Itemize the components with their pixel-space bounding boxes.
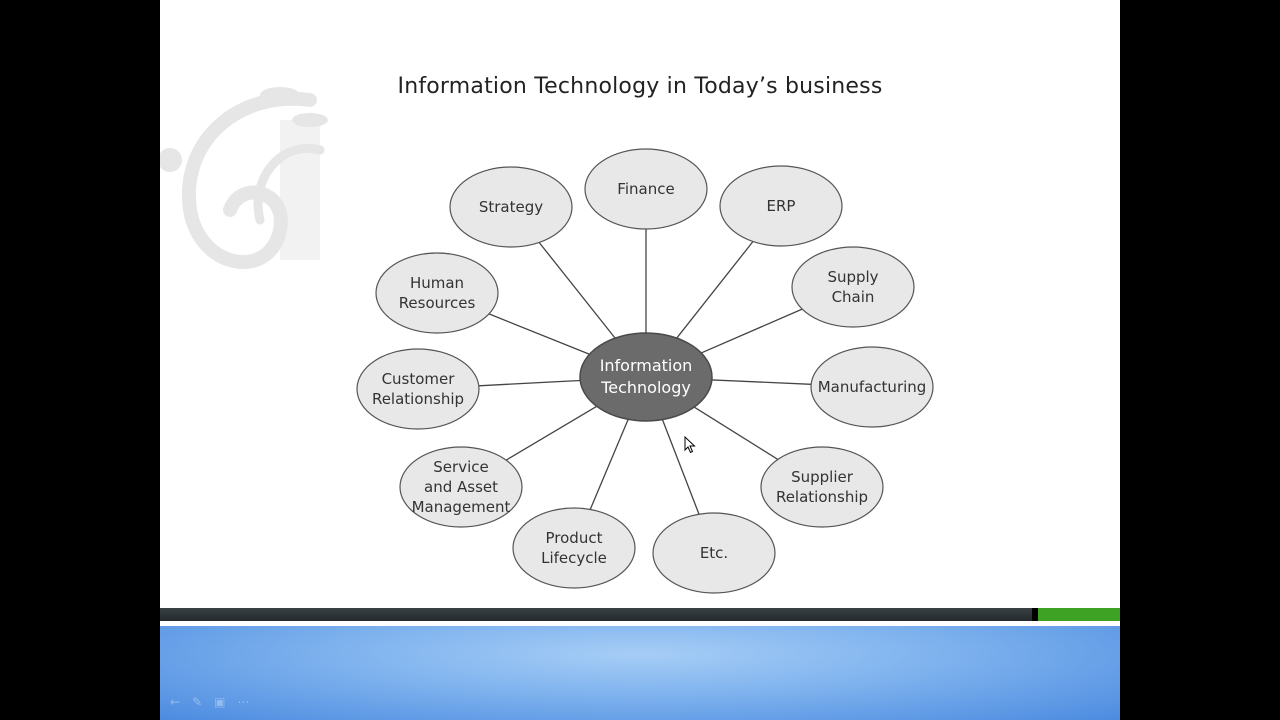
node-etc: Etc. [652, 512, 776, 594]
slide: Information Technology in Today’s busine… [160, 0, 1120, 608]
spoke-erp [676, 241, 754, 339]
spoke-manufacturing [711, 379, 812, 385]
spoke-product-lifecycle [589, 419, 629, 510]
node-service-asset-management-shape [399, 446, 523, 528]
spoke-supplier-relationship [693, 406, 779, 460]
node-product-lifecycle-shape [512, 507, 636, 589]
node-erp-label: ERP [767, 197, 796, 215]
slide-title: Information Technology in Today’s busine… [397, 74, 883, 99]
footer-separator [160, 621, 1120, 626]
node-etc-shape [652, 512, 776, 594]
node-strategy-shape [449, 166, 573, 248]
pen-icon[interactable]: ✎ [192, 695, 203, 709]
node-manufacturing-shape [810, 346, 934, 428]
node-finance-shape [584, 148, 708, 230]
footer-green-band [1038, 608, 1120, 621]
node-customer-relationship-shape [356, 348, 480, 430]
slides-icon[interactable]: ▣ [214, 695, 226, 709]
spoke-service-asset-management [505, 405, 598, 461]
node-strategy: Strategy [449, 166, 573, 248]
node-finance-label: Finance [617, 180, 674, 198]
node-etc-label: Etc. [700, 544, 728, 562]
spokes [478, 229, 812, 515]
back-arrow-icon[interactable]: ← [170, 695, 181, 709]
more-icon[interactable]: ⋯ [237, 695, 250, 709]
spoke-strategy [538, 242, 616, 339]
node-manufacturing: Manufacturing [810, 346, 934, 428]
hub-shape [579, 332, 713, 422]
node-supplier-relationship-shape [760, 446, 884, 528]
node-finance: Finance [584, 148, 708, 230]
node-erp-shape [719, 165, 843, 247]
node-supply-chain-shape [791, 246, 915, 328]
spoke-human-resources [488, 313, 590, 355]
node-manufacturing-label: Manufacturing [818, 378, 927, 396]
slideshow-toolbar: ← ✎ ▣ ⋯ [170, 695, 249, 709]
node-strategy-label: Strategy [479, 198, 543, 216]
spoke-supply-chain [701, 308, 803, 354]
decorative-swirl [160, 87, 328, 269]
mouse-cursor-icon [684, 436, 696, 454]
spoke-customer-relationship [478, 379, 581, 387]
footer-dark-band [160, 608, 1032, 621]
desktop-background [160, 626, 1120, 720]
node-human-resources-shape [375, 252, 499, 334]
spoke-etc [661, 419, 700, 515]
node-erp: ERP [719, 165, 843, 247]
